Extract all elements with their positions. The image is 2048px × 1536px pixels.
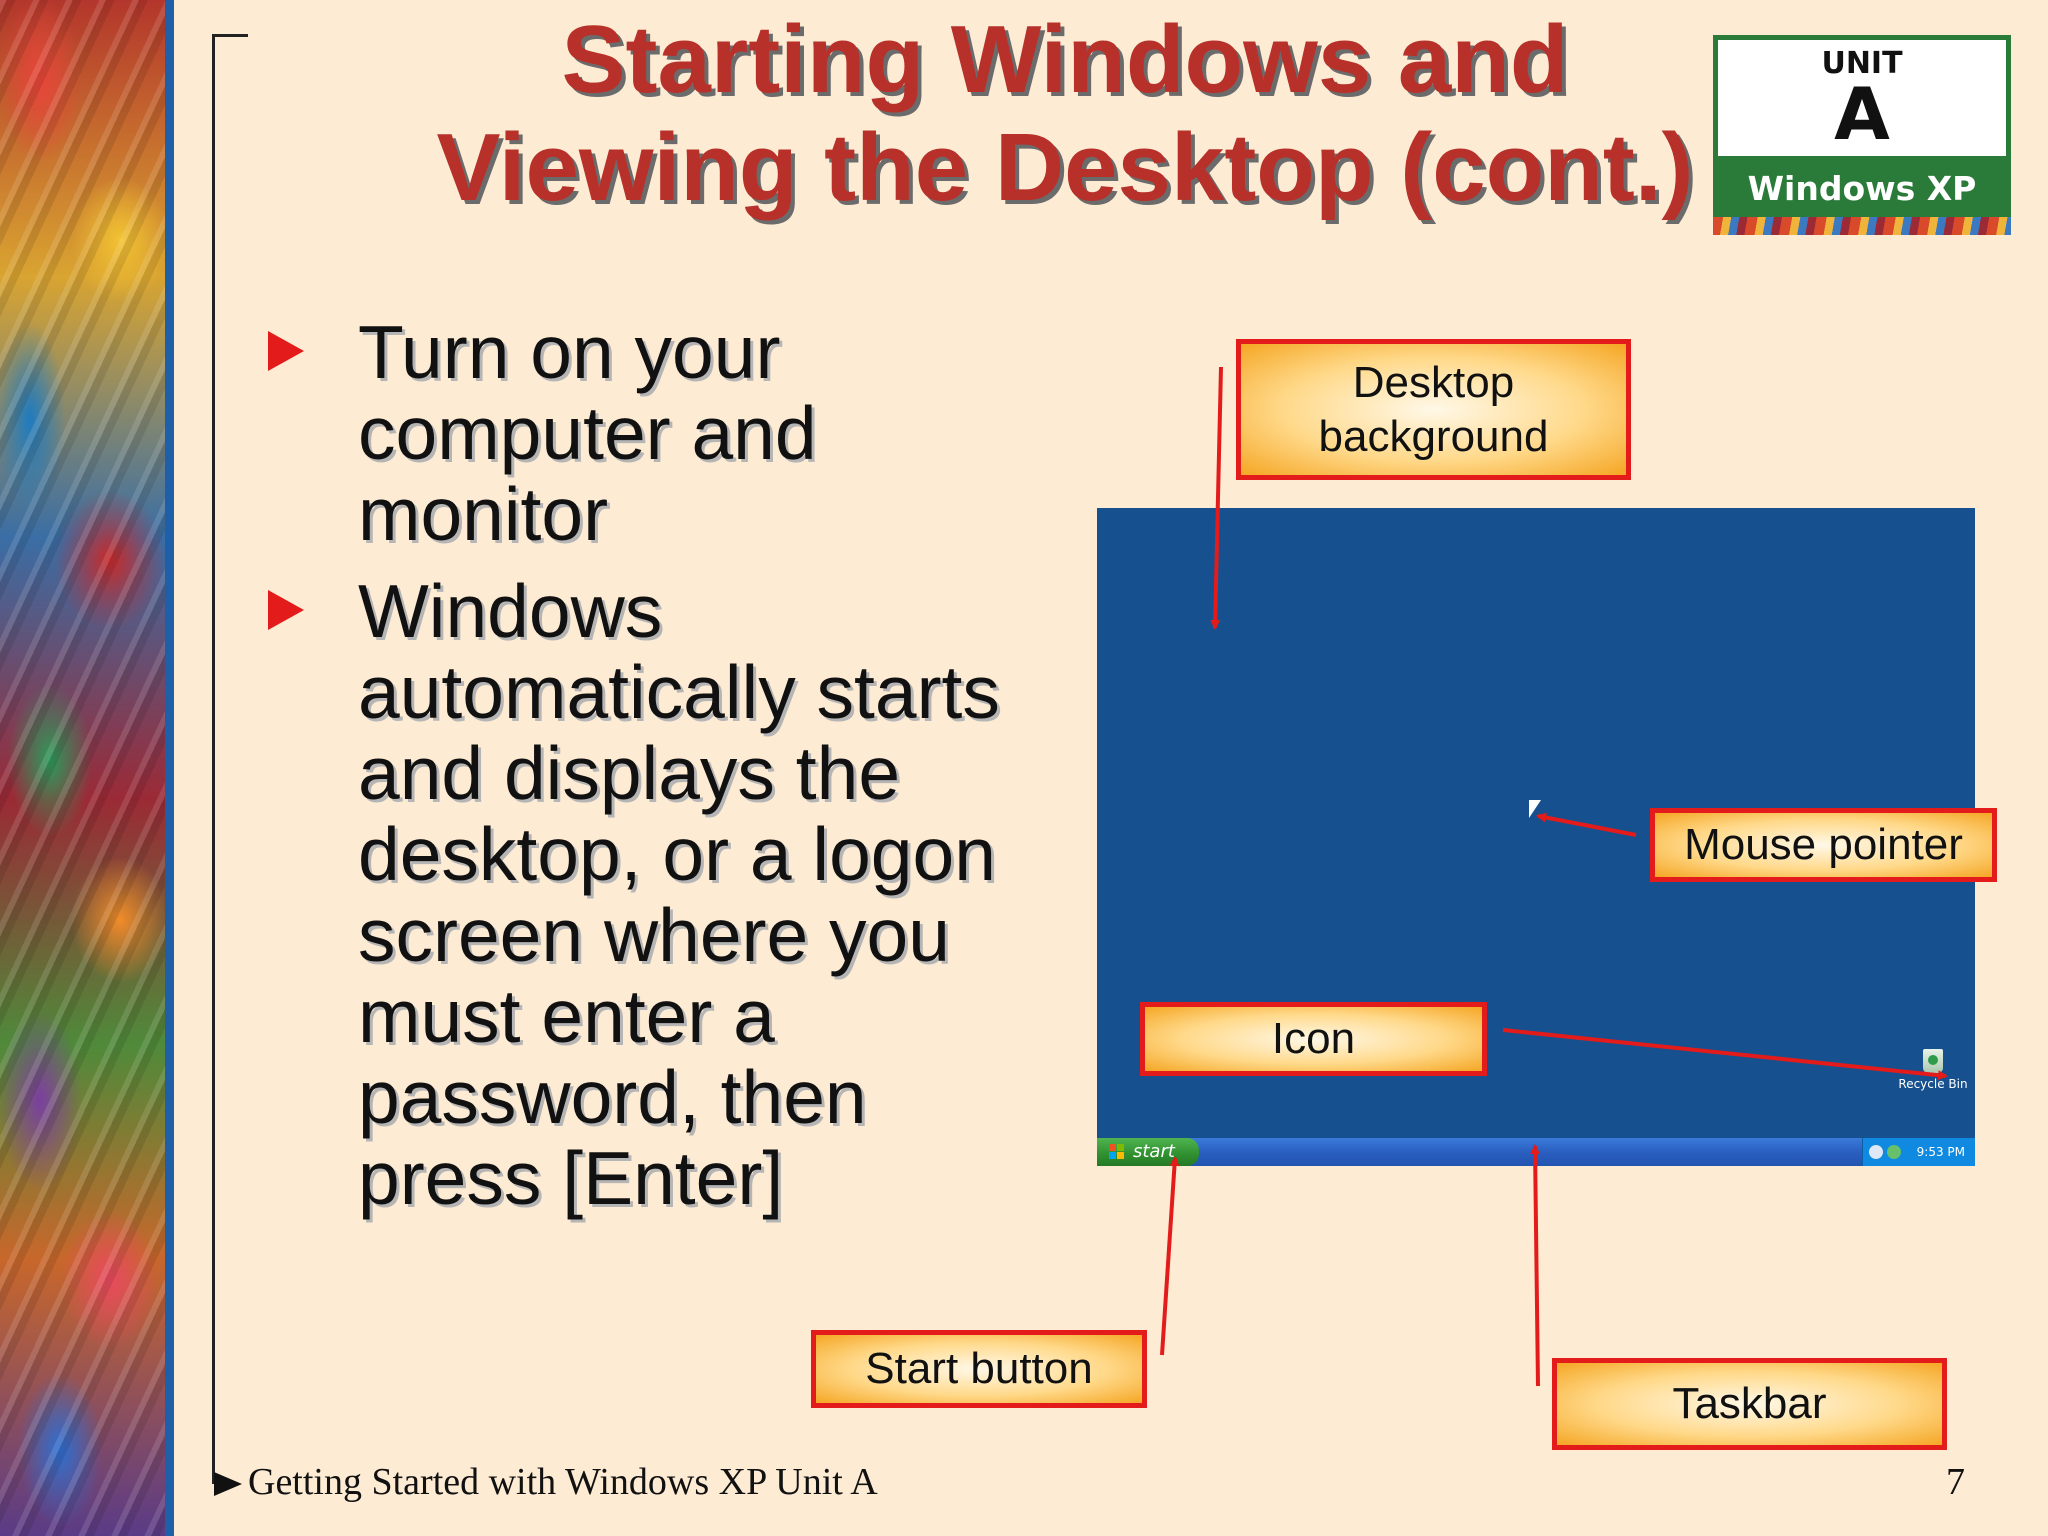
callout-desktop-line-2: background [1318, 411, 1549, 461]
tray-clock[interactable]: 9:53 PM [1916, 1145, 1965, 1159]
decorative-art-strip [0, 0, 165, 1536]
unit-badge-top: UNIT A [1713, 35, 2011, 161]
bullet-1-line: computer and [358, 391, 817, 475]
callout-icon-label: Icon [1271, 1014, 1356, 1063]
callout-taskbar-label: Taskbar [1672, 1379, 1827, 1428]
bullet-1-line: monitor [358, 472, 609, 556]
recycle-bin-label: Recycle Bin [1898, 1077, 1968, 1091]
callout-icon: Icon [1140, 1002, 1487, 1076]
start-button-label: start [1133, 1141, 1175, 1162]
callout-start-button-label: Start button [865, 1344, 1093, 1393]
unit-letter: A [1834, 72, 1890, 156]
recycle-bin-icon[interactable]: Recycle Bin [1897, 1043, 1969, 1091]
callout-desktop-background: Desktop background [1236, 339, 1631, 480]
slide-title-line-1: Starting Windows and [561, 6, 1569, 113]
unit-badge: UNIT A Windows XP [1713, 35, 2011, 235]
unit-product-label: Windows XP [1713, 161, 2011, 217]
bullet-2-line: and displays the [358, 731, 901, 815]
bullet-2-line: must enter a [358, 974, 775, 1058]
bracket-top-line [212, 34, 248, 37]
bullet-2-line: screen where you [358, 893, 950, 977]
arrow-start-button [1160, 1156, 1180, 1356]
page-number: 7 [1946, 1461, 1965, 1503]
start-button[interactable]: start [1097, 1138, 1199, 1166]
mouse-pointer-icon [1529, 800, 1541, 818]
bullet-1-line: Turn on your [358, 310, 781, 394]
system-tray[interactable]: 9:53 PM [1862, 1138, 1975, 1166]
bullet-2-line: password, then [358, 1055, 867, 1139]
footer-marker-icon [214, 1472, 242, 1496]
bullet-text-2: Windows automatically starts and display… [358, 571, 1078, 1219]
bullet-text-1: Turn on your computer and monitor [358, 312, 1078, 555]
slide-title: Starting Windows and Viewing the Desktop… [430, 6, 1700, 222]
bullet-2-line: automatically starts [358, 650, 1000, 734]
callout-desktop-line-1: Desktop [1352, 357, 1515, 407]
unit-badge-art [1713, 217, 2011, 235]
tray-network-icon[interactable] [1887, 1145, 1901, 1159]
arrow-taskbar [1530, 1144, 1541, 1387]
bullet-marker-icon [268, 590, 304, 630]
callout-mouse-pointer-label: Mouse pointer [1684, 820, 1963, 869]
slide-title-line-2: Viewing the Desktop (cont.) [436, 114, 1694, 221]
recycle-bin-graphic-icon [1920, 1043, 1946, 1073]
bracket-line [212, 34, 215, 1484]
callout-start-button: Start button [811, 1330, 1147, 1408]
unit-label: UNIT [1821, 46, 1903, 81]
windows-logo-icon [1109, 1144, 1125, 1160]
taskbar[interactable]: start 9:53 PM [1097, 1138, 1975, 1166]
footer-text: Getting Started with Windows XP Unit A [248, 1461, 878, 1503]
tray-speaker-icon[interactable] [1869, 1145, 1883, 1159]
art-strip-border [165, 0, 174, 1536]
bullet-2-line: desktop, or a logon [358, 812, 996, 896]
bullet-marker-icon [268, 331, 304, 371]
bullet-2-line: Windows [358, 569, 663, 653]
callout-taskbar: Taskbar [1552, 1358, 1947, 1450]
callout-mouse-pointer: Mouse pointer [1650, 808, 1997, 882]
bullet-2-line: press [Enter] [358, 1136, 784, 1220]
